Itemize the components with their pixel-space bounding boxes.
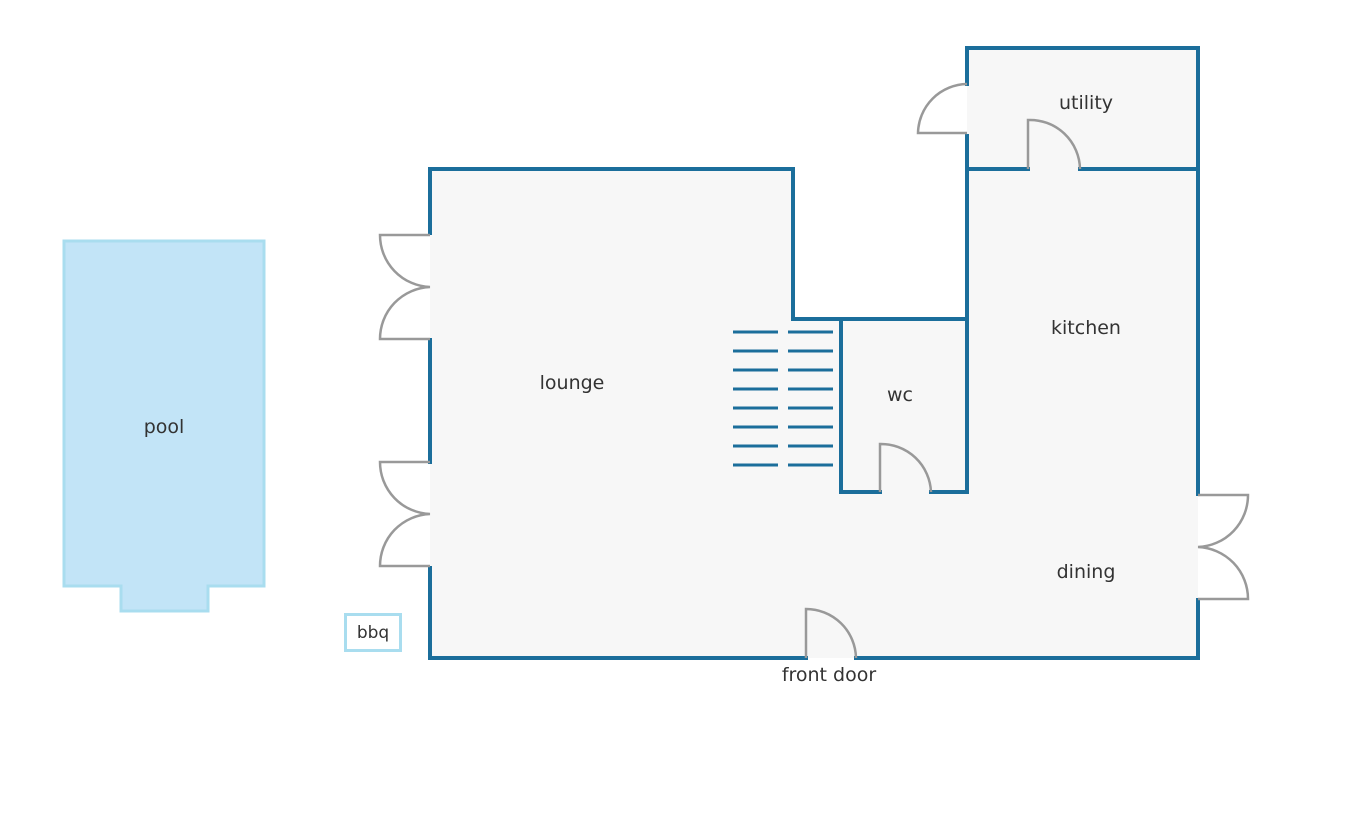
door-swing-icon [916,82,968,135]
utility-label: utility [1058,92,1114,114]
house-floor [430,48,1198,658]
front-door-label: front door [781,664,877,686]
door-swing-icon [878,442,933,493]
door-swing-icon [378,460,431,568]
pool-label: pool [143,416,185,438]
pool [62,239,266,613]
staircase-icon [733,330,833,467]
wc-label: wc [887,384,913,406]
bbq: bbq [344,613,402,652]
wall-lounge-top [428,167,843,321]
door-swing-icon [1197,493,1250,601]
door-swing-icon [378,233,431,341]
kitchen-label: kitchen [1051,317,1121,339]
door-swing-icon [1026,118,1082,170]
door-swing-icon [804,607,858,659]
dining-label: dining [1056,561,1116,583]
bbq-label: bbq [356,622,390,643]
walls [428,46,1200,660]
lounge-label: lounge [539,372,605,394]
